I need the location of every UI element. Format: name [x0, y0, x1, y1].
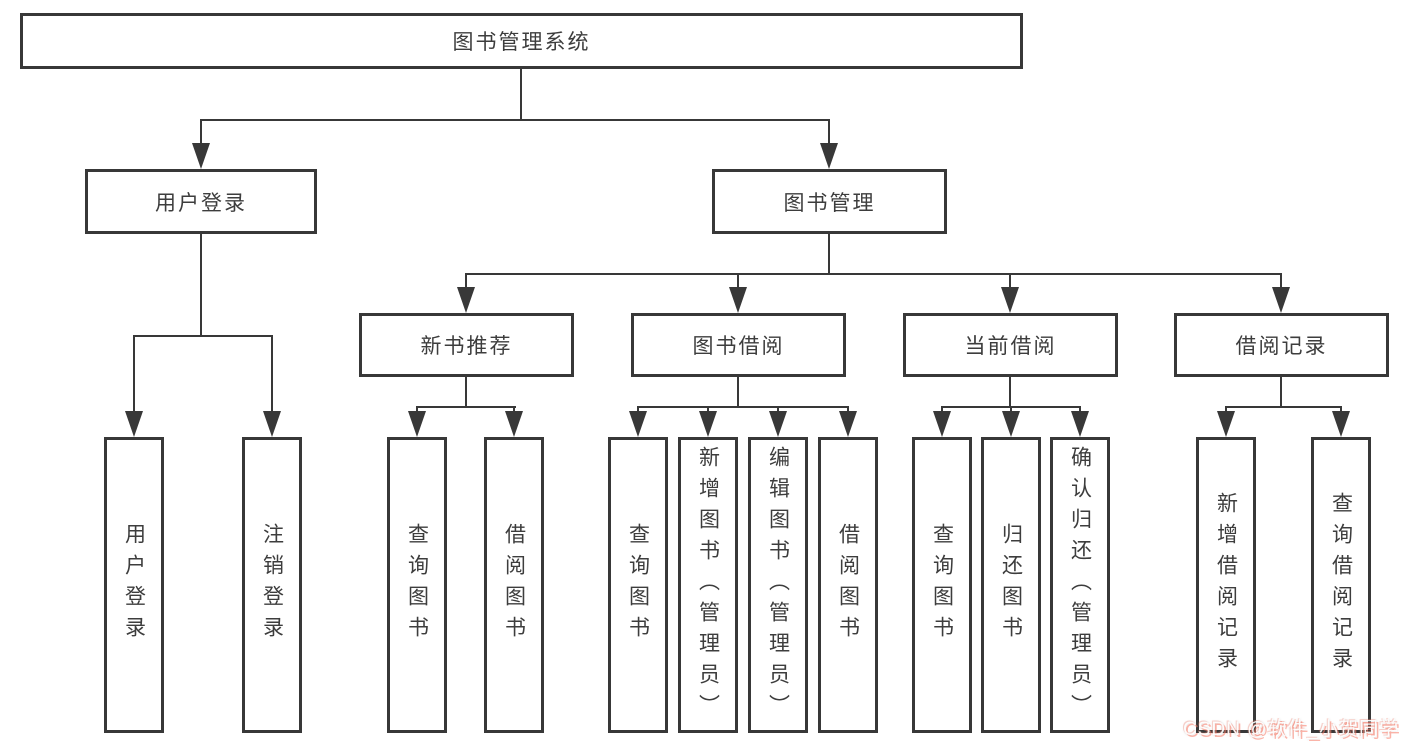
- connector-line: [1280, 273, 1282, 289]
- connector-line: [847, 406, 849, 413]
- node-current-borrow: 当前借阅: [903, 313, 1118, 377]
- node-new-book-recommend: 新书推荐: [359, 313, 574, 377]
- connector-line: [737, 273, 739, 289]
- node-label: 用户登录: [155, 191, 247, 215]
- connector-line: [465, 273, 1282, 275]
- leaf-current-confirm-return-admin: 确认归还（管理员）: [1050, 437, 1110, 733]
- arrow-down-icon: [769, 411, 787, 437]
- connector-line: [637, 406, 639, 413]
- connector-line: [1225, 406, 1227, 413]
- connector-line: [133, 335, 135, 413]
- connector-line: [465, 377, 467, 408]
- connector-line: [416, 406, 418, 413]
- connector-line: [637, 406, 849, 408]
- node-label: 图书管理系统: [452, 31, 591, 54]
- arrow-down-icon: [1002, 411, 1020, 437]
- leaf-recommend-query-book: 查询图书: [387, 437, 447, 733]
- arrow-down-icon: [1001, 287, 1019, 313]
- node-root-library-system: 图书管理系统: [20, 13, 1023, 69]
- connector-line: [200, 119, 202, 145]
- connector-line: [133, 335, 273, 337]
- leaf-label: 用户登录: [122, 523, 146, 647]
- connector-line: [200, 234, 202, 337]
- leaf-recommend-borrow-book: 借阅图书: [484, 437, 544, 733]
- arrow-down-icon: [125, 411, 143, 437]
- leaf-label: 查询借阅记录: [1329, 492, 1353, 678]
- arrow-down-icon: [933, 411, 951, 437]
- arrow-down-icon: [263, 411, 281, 437]
- node-book-borrow: 图书借阅: [631, 313, 846, 377]
- connector-line: [828, 119, 830, 145]
- leaf-record-query-record: 查询借阅记录: [1311, 437, 1371, 733]
- arrow-down-icon: [699, 411, 717, 437]
- arrow-down-icon: [1272, 287, 1290, 313]
- leaf-label: 查询图书: [405, 523, 429, 647]
- node-label: 图书管理: [783, 191, 876, 215]
- connector-line: [1079, 406, 1081, 413]
- leaf-borrow-borrow-book: 借阅图书: [818, 437, 878, 733]
- connector-line: [737, 377, 739, 408]
- arrow-down-icon: [457, 287, 475, 313]
- leaf-label: 编辑图书（管理员）: [766, 445, 790, 725]
- connector-line: [1340, 406, 1342, 413]
- leaf-label: 查询图书: [626, 523, 650, 647]
- connector-line: [416, 406, 516, 408]
- arrow-down-icon: [820, 143, 838, 169]
- connector-line: [1010, 406, 1012, 413]
- node-label: 新书推荐: [420, 335, 513, 358]
- connector-line: [1009, 273, 1011, 289]
- arrow-down-icon: [1217, 411, 1235, 437]
- leaf-borrow-edit-book-admin: 编辑图书（管理员）: [748, 437, 808, 733]
- leaf-user-logout: 注销登录: [242, 437, 302, 733]
- leaf-record-add-record: 新增借阅记录: [1196, 437, 1256, 733]
- leaf-borrow-query-book: 查询图书: [608, 437, 668, 733]
- connector-line: [465, 273, 467, 289]
- leaf-label: 新增图书（管理员）: [696, 445, 720, 725]
- csdn-watermark: CSDN @软件_小贺同学: [1183, 719, 1399, 740]
- connector-line: [707, 406, 709, 413]
- leaf-label: 归还图书: [999, 523, 1023, 647]
- arrow-down-icon: [505, 411, 523, 437]
- leaf-label: 查询图书: [930, 523, 954, 647]
- arrow-down-icon: [1071, 411, 1089, 437]
- arrow-down-icon: [629, 411, 647, 437]
- connector-line: [1280, 377, 1282, 408]
- connector-line: [1225, 406, 1342, 408]
- connector-line: [200, 119, 830, 121]
- connector-line: [1009, 377, 1011, 408]
- node-user-login: 用户登录: [85, 169, 317, 234]
- connector-line: [513, 406, 515, 413]
- node-book-management: 图书管理: [712, 169, 947, 234]
- connector-line: [828, 234, 830, 275]
- arrow-down-icon: [1332, 411, 1350, 437]
- leaf-user-login: 用户登录: [104, 437, 164, 733]
- arrow-down-icon: [408, 411, 426, 437]
- connector-line: [271, 335, 273, 413]
- connector-line: [777, 406, 779, 413]
- leaf-current-query-book: 查询图书: [912, 437, 972, 733]
- node-label: 当前借阅: [964, 335, 1057, 358]
- connector-line: [520, 69, 522, 121]
- connector-line: [941, 406, 943, 413]
- node-label: 图书借阅: [692, 335, 785, 358]
- leaf-label: 借阅图书: [836, 523, 860, 647]
- node-borrow-record: 借阅记录: [1174, 313, 1389, 377]
- leaf-current-return-book: 归还图书: [981, 437, 1041, 733]
- leaf-label: 确认归还（管理员）: [1068, 445, 1092, 725]
- arrow-down-icon: [839, 411, 857, 437]
- arrow-down-icon: [729, 287, 747, 313]
- leaf-label: 注销登录: [260, 523, 284, 647]
- arrow-down-icon: [192, 143, 210, 169]
- leaf-borrow-add-book-admin: 新增图书（管理员）: [678, 437, 738, 733]
- leaf-label: 新增借阅记录: [1214, 492, 1238, 678]
- leaf-label: 借阅图书: [502, 523, 526, 647]
- node-label: 借阅记录: [1235, 335, 1328, 358]
